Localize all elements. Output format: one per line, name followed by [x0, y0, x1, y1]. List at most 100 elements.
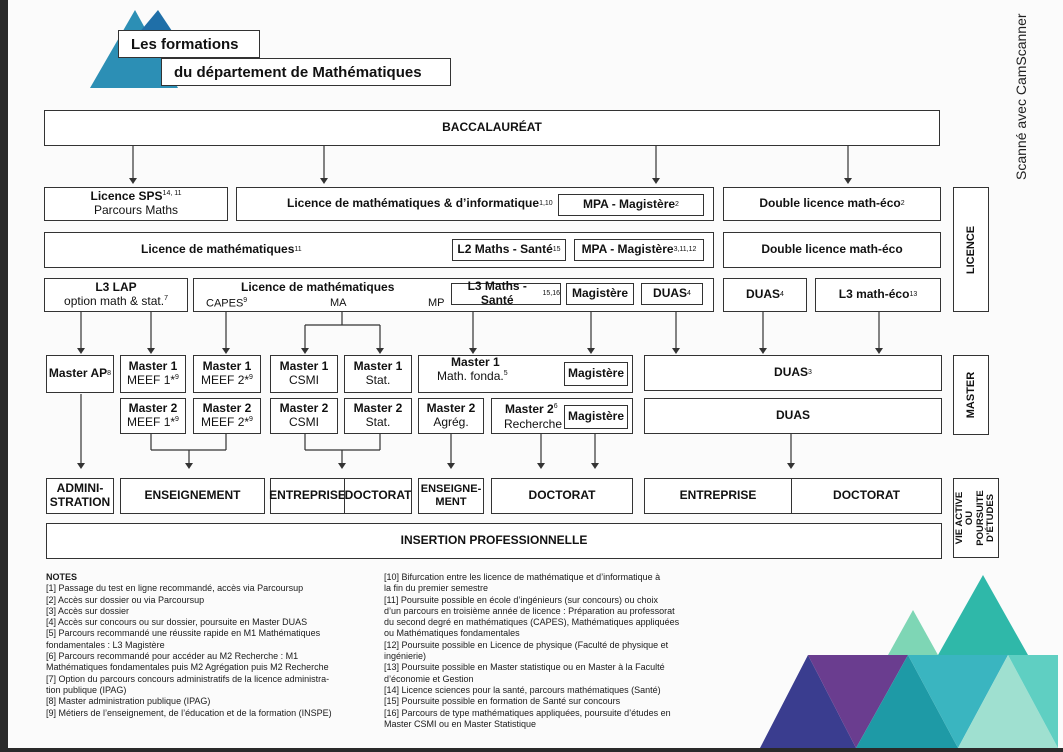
m2-meef2-subtitle: MEEF 2* — [201, 415, 250, 429]
licence-math-info-label: Licence de mathématiques & d’informatiqu… — [287, 196, 540, 211]
side-vie-active: VIE ACTIVE OU POURSUITE D’ÉTUDES — [953, 478, 999, 558]
outcome-entreprise: ENTREPRISE — [269, 478, 346, 514]
m1-fonda-subtitle: Math. fonda. — [437, 368, 504, 383]
outcome-doctorat: DOCTORAT — [344, 478, 412, 514]
m1-meef2-sup: 9 — [249, 374, 253, 381]
m1-meef1-title: Master 1 — [128, 359, 178, 374]
m2-csmi-box: Master 2 CSMI — [270, 398, 338, 434]
duas-label-row3: DUAS — [653, 286, 688, 301]
connector-lines — [80, 146, 880, 465]
master-ap-sup: 8 — [107, 369, 112, 377]
licence-sps-box: Licence SPS14, 11 Parcours Maths — [44, 187, 228, 221]
m2-meef2-box: Master 2 MEEF 2*9 — [193, 398, 261, 434]
note-line: [6] Parcours recommandé pour accéder au … — [46, 651, 299, 662]
l3-sante-box: L3 Maths - Santé 15,16 — [451, 279, 561, 307]
camscanner-watermark: Scanné avec CamScanner — [1013, 13, 1029, 180]
m1-duas-sup: 3 — [808, 368, 812, 376]
note-line: [14] Licence sciences pour la santé, par… — [384, 684, 661, 695]
side-master: MASTER — [953, 355, 989, 435]
mpa-magistere-label-1: MPA - Magistère — [583, 197, 676, 212]
notes-left: NOTES [1] Passage du test en ligne recom… — [46, 572, 332, 719]
outcome-doctorat-label: DOCTORAT — [344, 488, 412, 503]
m2-meef2-title: Master 2 — [202, 401, 252, 416]
m1-meef1-sup: 9 — [175, 374, 179, 381]
m1-meef1-box: Master 1 MEEF 1*9 — [120, 355, 186, 393]
l3-sante-label: L3 Maths - Santé — [467, 279, 527, 307]
note-line: fondamentales : L3 Magistère — [46, 639, 165, 650]
side-licence-label: LICENCE — [964, 225, 977, 274]
note-line: [1] Passage du test en ligne recommandé,… — [46, 583, 304, 594]
m2-agreg-subtitle: Agrég. — [433, 415, 469, 429]
baccalaureat-box: BACCALAURÉAT — [44, 110, 940, 146]
note-line: [4] Accès sur concours ou sur dossier, p… — [46, 617, 308, 628]
corner-triangle-4 — [908, 655, 1008, 748]
l3-lap-sup: 7 — [164, 295, 168, 302]
m2-stat-subtitle: Stat. — [365, 415, 391, 429]
note-line: [12] Poursuite possible en Licence de ph… — [384, 639, 669, 650]
m2-meef2-sup: 9 — [249, 416, 253, 423]
l2-sante-label: L2 Maths - Santé — [457, 242, 553, 257]
m2-duas-label: DUAS — [775, 408, 810, 423]
m2-agreg-box: Master 2 Agrég. — [418, 398, 484, 434]
corner-triangle-1 — [760, 655, 856, 748]
m2-magistere-label: Magistère — [567, 409, 625, 424]
l3-sante-sup: 15,16 — [542, 289, 560, 297]
m1-meef1-subtitle: MEEF 1* — [127, 373, 176, 387]
ma-label: MA — [330, 297, 347, 309]
m1-csmi-title: Master 1 — [279, 359, 329, 374]
outcome-administration-label: ADMINI- STRATION — [49, 481, 111, 509]
corner-triangle-3 — [856, 655, 958, 748]
magistere-box-row3: Magistère — [566, 283, 634, 305]
m2-agreg-title: Master 2 — [426, 401, 476, 416]
note-line: tion publique (IPAG) — [46, 684, 127, 695]
m2-csmi-title: Master 2 — [279, 401, 329, 416]
duas-sup-eco: 4 — [780, 290, 784, 298]
double-licence-sup-1: 2 — [900, 199, 905, 207]
note-line: [3] Accès sur dossier — [46, 605, 130, 616]
double-licence-label-1: Double licence math-éco — [759, 196, 901, 211]
decorative-shapes — [77, 10, 1058, 748]
corner-triangle-8 — [1008, 655, 1058, 748]
l2-sante-sup: 15 — [552, 245, 561, 253]
m1-duas-label: DUAS — [774, 365, 809, 380]
m2-duas-box: DUAS — [644, 398, 942, 434]
note-line: [15] Poursuite possible en formation de … — [384, 696, 621, 707]
m1-stat-box: Master 1 Stat. — [344, 355, 412, 393]
licence-math-label-row3: Licence de mathématiques — [241, 280, 395, 294]
m1-meef2-title: Master 1 — [202, 359, 252, 374]
m2-recherche-sup: 6 — [553, 403, 558, 410]
note-line: Master CSMI ou en Master Statistique — [384, 718, 537, 729]
outcome-administration: ADMINI- STRATION — [46, 478, 114, 514]
m2-meef1-box: Master 2 MEEF 1*9 — [120, 398, 186, 434]
note-line: [2] Accès sur dossier ou via Parcoursup — [46, 594, 205, 605]
outcome-enseignement: ENSEIGNEMENT — [120, 478, 265, 514]
m2-stat-title: Master 2 — [353, 401, 403, 416]
m2-magistere-box: Magistère — [564, 405, 628, 429]
m2-recherche-title: Master 2 — [505, 402, 554, 416]
corner-triangle-5 — [958, 655, 1058, 748]
mpa-magistere-sup-1: 2 — [675, 200, 679, 208]
corner-triangle-7 — [888, 610, 938, 655]
side-vie-active-label: VIE ACTIVE OU POURSUITE D’ÉTUDES — [954, 490, 997, 546]
insertion-professionnelle-label: INSERTION PROFESSIONNELLE — [400, 533, 588, 548]
capes-sup: 9 — [243, 297, 248, 304]
note-line: [11] Poursuite possible en école d’ingén… — [384, 594, 658, 605]
licence-math-info-sup: 1,10 — [539, 199, 553, 207]
note-line: du second degré en mathématiques (CAPES)… — [384, 617, 680, 628]
outcome-enseignement-2: ENSEIGNE- MENT — [418, 478, 484, 514]
note-line: [5] Parcours recommandé une réussite rap… — [46, 628, 321, 639]
note-line: [9] Métiers de l’enseignement, de l’éduc… — [46, 707, 332, 718]
m2-meef1-sup: 9 — [175, 416, 179, 423]
insertion-professionnelle-box: INSERTION PROFESSIONNELLE — [46, 523, 942, 559]
outcome-doctorat-3: DOCTORAT — [791, 478, 942, 514]
outcome-entreprise-label: ENTREPRISE — [269, 488, 346, 503]
outcome-entreprise-2: ENTREPRISE — [644, 478, 792, 514]
m1-meef2-box: Master 1 MEEF 2*9 — [193, 355, 261, 393]
licence-sps-title: Licence SPS — [90, 189, 163, 204]
